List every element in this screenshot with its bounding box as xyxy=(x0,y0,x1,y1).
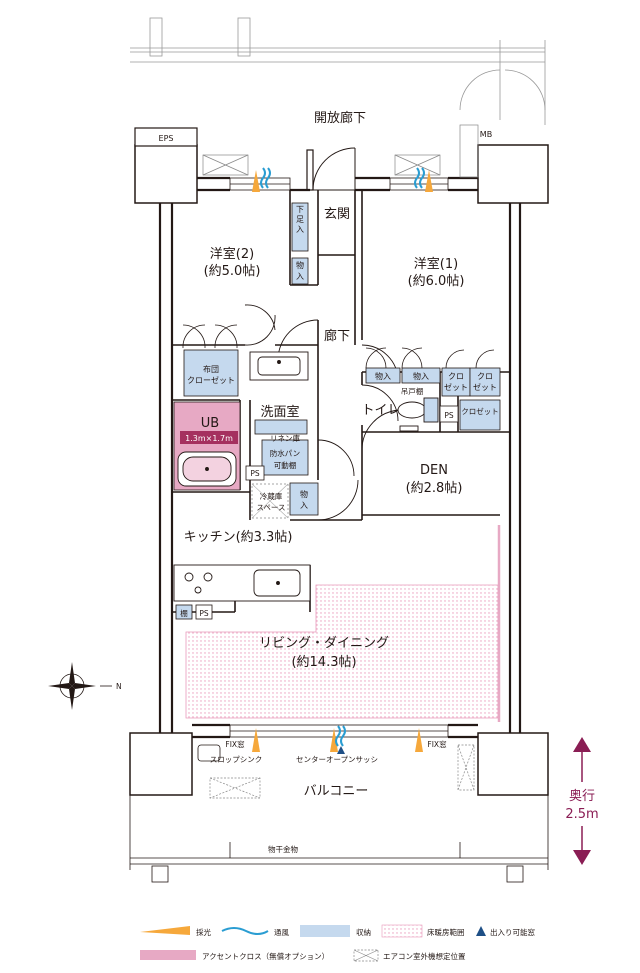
entrance-door[interactable] xyxy=(306,147,356,191)
legend-storage-label: 収納 xyxy=(356,927,371,937)
ub-size: 1.3m×1.7m xyxy=(185,434,233,443)
depth-dimension-arrow xyxy=(573,737,591,865)
western2-name: 洋室(2) xyxy=(210,246,254,262)
fix-window-left: FIX窓 xyxy=(225,739,245,749)
depth-label: 奥行 xyxy=(569,789,595,804)
legend: 採光 通風 収納 床暖房範囲 出入り可能窓 アクセントクロス（無償オプション） … xyxy=(140,924,535,962)
western1-size: (約6.0帖) xyxy=(408,274,465,289)
legend-ac-cross-2 xyxy=(353,949,379,962)
storage-entrance-2: 入 xyxy=(296,272,304,281)
storage-entrance-1: 物 xyxy=(296,260,304,270)
mb-label: MB xyxy=(480,130,492,139)
stove-icon xyxy=(184,572,213,594)
outer-walls xyxy=(158,176,522,739)
living-size: (約14.3帖) xyxy=(291,655,356,670)
laundry-hanger-label: 物干金物 xyxy=(268,844,298,854)
toilet-fixture xyxy=(397,397,439,432)
compass-north-label: N xyxy=(116,682,122,691)
storage-kitchen-2: 入 xyxy=(300,501,308,510)
living-name: リビング・ダイニング xyxy=(259,636,389,651)
kitchen-label: キッチン(約3.3帖) xyxy=(184,530,293,545)
shoe-storage-label-2: 足 xyxy=(296,215,304,224)
fridge-cross-2 xyxy=(251,483,289,519)
legend-access-label: 出入り可能窓 xyxy=(490,927,535,937)
ps-label-bath: PS xyxy=(250,469,260,478)
storage-w1-a: 物入 xyxy=(375,371,391,381)
futon-closet-label-2: クローゼット xyxy=(187,375,235,385)
entrance-label: 玄関 xyxy=(324,207,350,222)
kitchen-counter xyxy=(173,564,311,602)
hallway-label: 廊下 xyxy=(324,328,350,344)
center-sash-label: センターオープンサッシ xyxy=(296,755,378,764)
legend-ac-swatch xyxy=(353,949,379,962)
closet-a-1: クロ xyxy=(448,372,464,381)
storage-areas xyxy=(175,202,501,620)
eps-label: EPS xyxy=(159,134,174,143)
western2-size: (約5.0帖) xyxy=(204,264,261,279)
ub-label: UB xyxy=(201,416,219,431)
access-window-marker xyxy=(337,746,345,754)
light-markers xyxy=(252,170,433,752)
waterproof-pan-2: 可動棚 xyxy=(274,460,297,470)
shoe-storage-label-1: 下 xyxy=(296,205,304,214)
legend-floorheat-label: 床暖房範囲 xyxy=(427,927,465,937)
legend-accent-label: アクセントクロス（無償オプション） xyxy=(202,951,329,961)
washroom-label: 洗面室 xyxy=(260,404,299,420)
waterproof-pan-1: 防水パン xyxy=(270,448,300,458)
closet-b-1: クロ xyxy=(477,372,493,381)
balcony-label: バルコニー xyxy=(304,784,369,799)
slop-sink xyxy=(197,744,221,762)
legend-storage-swatch xyxy=(300,925,350,937)
ps-label-toilet: PS xyxy=(444,411,454,420)
eps-box xyxy=(134,127,198,147)
depth-value: 2.5m xyxy=(565,807,598,822)
futon-closet-label-1: 布団 xyxy=(203,364,219,374)
ac-outdoor-spots xyxy=(209,744,475,799)
open-corridor-label: 開放廊下 xyxy=(314,110,366,126)
legend-light-swatch xyxy=(140,926,190,935)
wash-basin xyxy=(249,351,309,381)
fix-window-right: FIX窓 xyxy=(427,739,447,749)
balcony-railing xyxy=(129,795,549,883)
hanging-shelf-label: 吊戸棚 xyxy=(401,386,424,396)
legend-light-label: 採光 xyxy=(196,927,211,937)
den-name: DEN xyxy=(420,463,448,478)
closet-den-label: クロゼット xyxy=(461,406,499,416)
western1-name: 洋室(1) xyxy=(414,256,458,272)
storage-kitchen-1: 物 xyxy=(300,489,308,499)
toilet-label: トイレ xyxy=(361,403,400,418)
bathtub xyxy=(177,451,237,487)
legend-wind-swatch xyxy=(221,927,269,935)
legend-floorheat-swatch xyxy=(381,924,423,938)
corridor-windows xyxy=(202,124,479,178)
wind-markers xyxy=(260,167,425,747)
ps-boxes xyxy=(195,405,459,620)
floor-heating-area xyxy=(185,584,499,719)
linen-label: リネン庫 xyxy=(270,433,300,443)
ub-size-band xyxy=(180,431,238,444)
slop-sink-label: スロップシンク xyxy=(210,755,263,764)
legend-accent-swatch xyxy=(140,950,196,960)
fridge-label-2: スペース xyxy=(256,503,285,512)
shoe-storage-label-3: 入 xyxy=(296,225,304,234)
upper-railing xyxy=(130,17,546,125)
ps-label-kitchen: PS xyxy=(199,609,209,618)
storage-w1-b: 物入 xyxy=(413,371,429,381)
legend-ac-label: エアコン室外機想定位置 xyxy=(383,951,466,961)
den-size: (約2.8帖) xyxy=(406,481,463,496)
closet-doors xyxy=(182,324,495,369)
compass-icon xyxy=(48,662,112,710)
legend-wind-label: 通風 xyxy=(274,927,289,937)
closet-b-2: ゼット xyxy=(473,382,497,392)
closet-a-2: ゼット xyxy=(444,382,468,392)
shelf-label: 棚 xyxy=(180,608,188,618)
legend-access-swatch xyxy=(476,926,486,936)
fridge-label-1: 冷蔵庫 xyxy=(260,491,283,501)
